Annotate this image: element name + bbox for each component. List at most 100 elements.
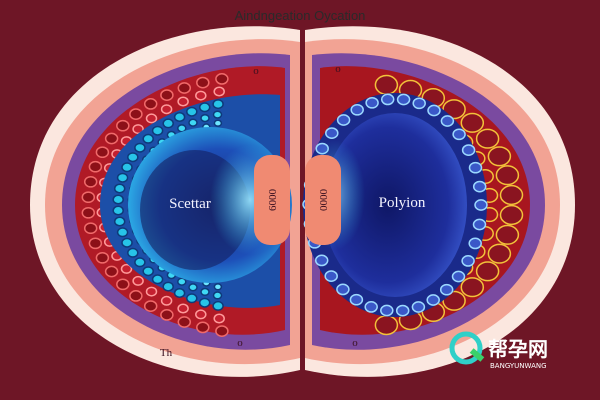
right-inner-cell — [440, 115, 455, 127]
left-inner-cell — [113, 216, 126, 227]
right-inner-cell — [474, 199, 488, 211]
left-inner-cell — [173, 112, 186, 122]
left-outer-cell — [95, 251, 110, 264]
left-inner-cell — [121, 162, 133, 173]
left-inner-cell — [142, 133, 154, 144]
left-outer-cell — [213, 313, 225, 324]
right-outer-cell — [460, 277, 485, 298]
right-inner-cell — [336, 114, 351, 126]
left-inner-cell — [127, 247, 139, 258]
right-inner-cell — [461, 144, 476, 156]
left-inner-cell — [134, 142, 146, 153]
right-inner-cell — [324, 270, 338, 282]
left-outer-cell — [132, 124, 144, 135]
left-outer-cell — [116, 278, 130, 291]
left-inner-cell — [198, 297, 211, 308]
right-outer-cell — [495, 224, 520, 245]
right-connector-text: 0000 — [318, 189, 330, 212]
left-outer-cell — [104, 265, 119, 278]
right-inner-cell — [412, 97, 426, 110]
right-outer-cell — [374, 315, 399, 336]
left-outer-cell — [129, 290, 143, 302]
right-inner-cell — [451, 270, 466, 283]
left-inner-cell — [116, 227, 129, 238]
left-outer-cell — [88, 237, 103, 250]
right-inner-cell — [472, 180, 487, 193]
left-inner-cell — [112, 194, 124, 205]
left-inner-cell — [113, 183, 126, 194]
left-outer-cell — [143, 98, 158, 110]
right-outer-cell — [442, 290, 466, 311]
left-connector-body — [254, 155, 290, 245]
left-outer-cell — [88, 160, 103, 173]
left-outer-cell — [177, 96, 189, 107]
right-outer-cell — [499, 204, 524, 226]
left-outer-cell — [215, 325, 229, 337]
right-outer-cell — [487, 243, 512, 264]
left-inner-cell — [186, 106, 198, 117]
watermark-logo-icon — [449, 331, 483, 365]
left-inner-cell — [212, 99, 224, 110]
left-outer-cell — [104, 132, 119, 145]
left-connector: 6000 — [254, 155, 290, 245]
right-inner-cell — [365, 96, 379, 109]
right-inner-cell — [439, 283, 454, 296]
left-outer-cell — [177, 303, 189, 314]
watermark: 帮孕网 BANGYUNWANG — [449, 331, 548, 370]
left-outer-cell — [160, 89, 174, 101]
left-inner-cell — [188, 283, 198, 292]
left-inner-cell — [162, 281, 174, 292]
left-inner-cell — [116, 172, 129, 183]
right-inner-cell — [461, 255, 475, 267]
left-outer-cell — [145, 286, 158, 297]
left-outer-cell — [196, 76, 210, 89]
right-inner-cell — [396, 93, 411, 106]
right-outer-cell — [487, 146, 512, 167]
right-inner-cell — [468, 161, 483, 174]
left-inner-cell — [127, 152, 139, 163]
right-outer-cell — [499, 184, 524, 206]
left-outer-cell — [160, 295, 173, 306]
left-outer-cell — [213, 86, 225, 97]
right-organ: Polyion o o — [302, 26, 575, 377]
left-outer-cell — [81, 206, 96, 219]
left-inner-cell — [142, 266, 154, 277]
right-outer-cell — [475, 128, 500, 149]
left-inner-cell — [121, 237, 133, 248]
left-inner-cell — [112, 205, 124, 216]
left-outer-cell — [177, 316, 192, 328]
left-inner-cell — [213, 283, 223, 291]
left-outer-cell — [160, 104, 173, 115]
right-inner-cell — [380, 93, 395, 106]
left-outer-cell — [145, 113, 158, 124]
right-outer-cell — [475, 261, 500, 282]
right-inner-cell — [468, 237, 482, 250]
right-inner-cell — [395, 304, 410, 317]
left-outer-cell — [83, 222, 98, 235]
left-inner-cell — [212, 291, 223, 300]
right-outer-cell — [442, 99, 466, 120]
left-bottom-mark: o — [237, 337, 243, 349]
watermark-sub-text: BANGYUNWANG — [490, 362, 547, 370]
left-outer-cell — [196, 321, 210, 334]
left-inner-cell — [188, 118, 198, 127]
watermark-logo-text: 帮孕网 — [488, 337, 548, 361]
left-outer-cell — [143, 300, 158, 312]
right-inner-cell — [336, 283, 350, 296]
left-inner-cell — [186, 293, 198, 304]
left-center-label: Scettar — [169, 196, 211, 212]
watermark-logo-tail — [469, 348, 485, 362]
left-inner-cell — [212, 300, 224, 311]
right-core — [323, 113, 467, 297]
title: Aindngeation Oycation — [234, 8, 366, 23]
right-inner-cell — [380, 304, 394, 317]
left-inner-cell — [200, 287, 210, 297]
left-outer-cell — [195, 90, 207, 101]
right-outer-cell — [460, 112, 485, 133]
left-outer-cell — [160, 309, 174, 321]
left-inner-cell — [173, 288, 186, 298]
right-top-mark: o — [335, 63, 341, 75]
right-inner-cell — [350, 103, 364, 116]
right-inner-cell — [472, 218, 487, 231]
